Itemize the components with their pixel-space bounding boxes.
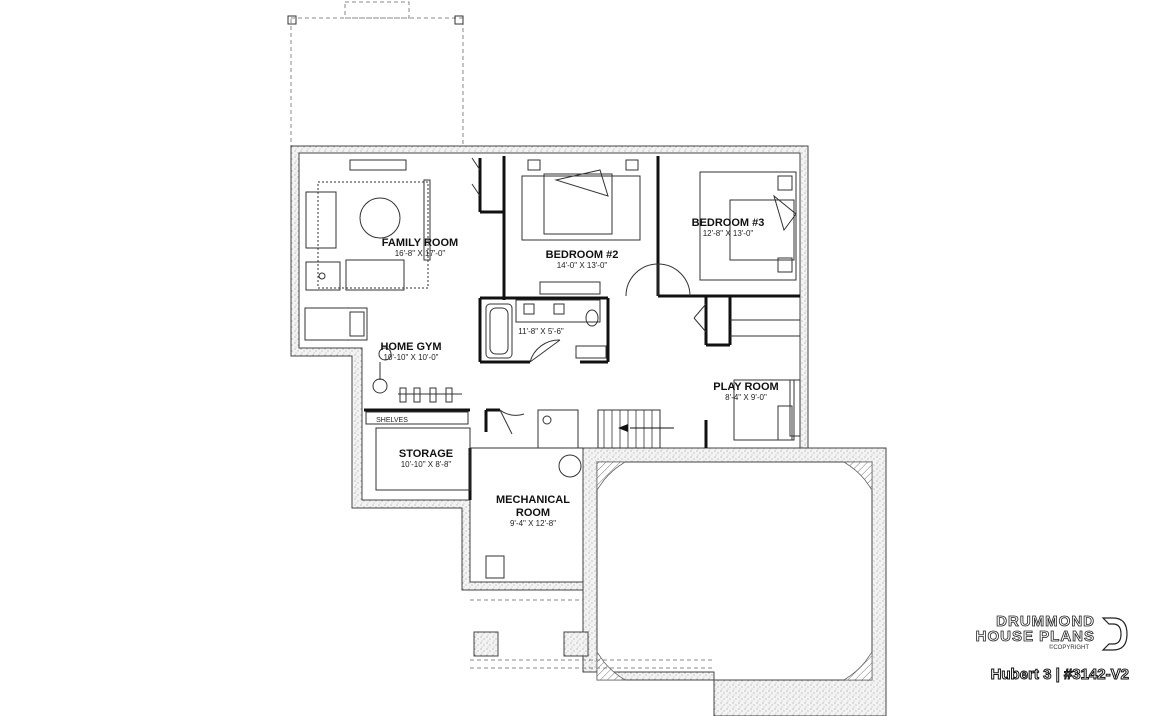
storage-mechanical [365, 411, 582, 579]
mechanical-label-line2: ROOM [516, 507, 550, 519]
play-room-furniture [733, 379, 801, 441]
shelves-label: SHELVES [376, 417, 408, 424]
mechanical-dim: 9'-4" X 12'-8" [510, 519, 556, 528]
brand-d-icon [1101, 617, 1128, 651]
home-gym-equipment [304, 307, 462, 403]
play-room-label: PLAY ROOM [713, 381, 778, 393]
home-gym-label: HOME GYM [380, 341, 441, 353]
play-room-dim: 8'-4" X 9'-0" [725, 393, 767, 402]
bathroom-fixtures [485, 299, 607, 359]
stairs [537, 409, 674, 449]
garage [582, 447, 887, 716]
bedroom3-label: BEDROOM #3 [692, 217, 765, 229]
brand-line1: DRUMMOND [996, 613, 1095, 630]
family-room-dim: 16'-8" X 17'-0" [395, 249, 446, 258]
family-room-furniture [305, 159, 431, 291]
brand-line2: HOUSE PLANS [975, 628, 1095, 645]
storage-label: STORAGE [399, 448, 453, 460]
family-room-label: FAMILY ROOM [382, 237, 458, 249]
deck-outline [287, 1, 464, 147]
bedroom2-bed [521, 159, 641, 295]
brand-copyright: ©COPYRIGHT [1048, 645, 1089, 651]
home-gym-dim: 10'-10" X 10'-0" [384, 353, 439, 362]
mechanical-label-line1: MECHANICAL [496, 494, 570, 506]
bedroom2-dim: 14'-0" X 13'-0" [557, 261, 608, 270]
doors [471, 157, 707, 435]
porch-outline [470, 599, 714, 669]
bedroom3-dim: 12'-8" X 13'-0" [703, 229, 754, 238]
bedroom2-label: BEDROOM #2 [546, 249, 619, 261]
bedroom3-bed [699, 171, 797, 281]
storage-dim: 10'-10" X 8'-8" [401, 460, 452, 469]
bathroom-dim: 11'-8" X 5'-6" [518, 327, 564, 336]
brand-logo: DRUMMOND HOUSE PLANS ©COPYRIGHT [929, 614, 1129, 652]
plan-name: Hubert 3 | #3142-V2 [990, 666, 1129, 684]
